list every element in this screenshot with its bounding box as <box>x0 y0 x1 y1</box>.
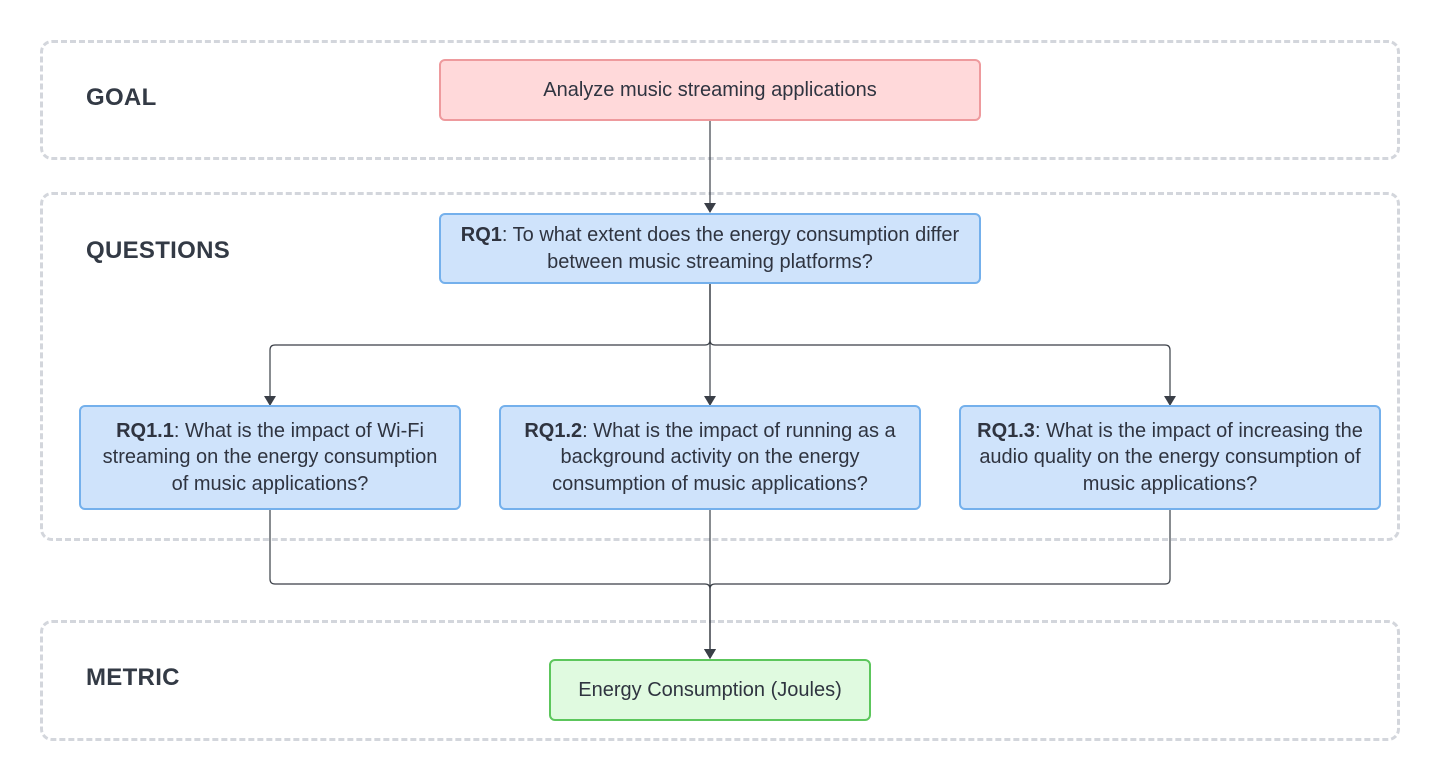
rq1-3-node-content: RQ1.3: What is the impact of increasing … <box>975 418 1365 498</box>
goal-label: GOAL <box>86 84 157 111</box>
questions-label: QUESTIONS <box>86 237 231 264</box>
rq1-node-content: RQ1: To what extent does the energy cons… <box>457 222 963 275</box>
rq1-2-text: : What is the impact of running as a bac… <box>552 419 896 495</box>
rq1-text: : To what extent does the energy consump… <box>501 224 960 273</box>
rq1-id: RQ1 <box>460 224 502 246</box>
goal-node: Analyze music streaming applications <box>439 59 981 121</box>
rq1-2-id: RQ1.2 <box>524 419 583 442</box>
rq1-1-node-content: RQ1.1: What is the impact of Wi-Fi strea… <box>95 418 445 498</box>
rq1-2-node: RQ1.2: What is the impact of running as … <box>499 405 921 510</box>
metric-label: METRIC <box>86 664 180 691</box>
rq1-node: RQ1: To what extent does the energy cons… <box>439 213 981 284</box>
rq1-3-text: : What is the impact of increasing the a… <box>979 419 1363 495</box>
rq1-3-id: RQ1.3 <box>977 419 1035 442</box>
rq1-2-node-content: RQ1.2: What is the impact of running as … <box>515 418 905 498</box>
metric-node-text: Energy Consumption (Joules) <box>578 678 842 701</box>
rq1-1-text: : What is the impact of Wi-Fi streaming … <box>102 419 438 495</box>
rq1-3-node: RQ1.3: What is the impact of increasing … <box>959 405 1381 510</box>
metric-node: Energy Consumption (Joules) <box>549 659 871 721</box>
rq1-1-node: RQ1.1: What is the impact of Wi-Fi strea… <box>79 405 461 510</box>
goal-band <box>40 40 1400 160</box>
goal-node-text: Analyze music streaming applications <box>543 78 877 101</box>
rq1-1-id: RQ1.1 <box>116 419 174 442</box>
